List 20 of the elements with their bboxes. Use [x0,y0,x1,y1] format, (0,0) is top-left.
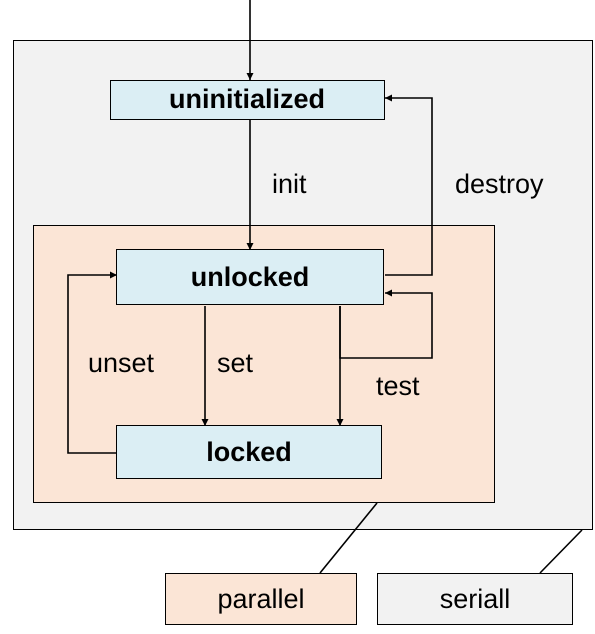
edge-label: init [272,171,307,198]
legend-box: seriall [377,573,573,625]
leader-line [539,529,583,574]
edge-label: unset [88,350,154,377]
arrow [246,120,254,250]
region-box [32,224,494,502]
arrow [67,272,117,454]
legend-box: parallel [165,573,357,625]
arrow [246,0,254,80]
edge-label: test [376,373,420,400]
state-box: uninitialized [110,80,384,120]
state-box: locked [116,425,382,479]
leader-line [319,502,378,574]
arrow [202,306,208,426]
region-box [13,40,593,530]
arrow [339,290,433,359]
edge-label: destroy [455,171,544,198]
state-box: unlocked [116,249,384,305]
arrow [385,94,433,276]
edge-label: set [217,350,254,377]
